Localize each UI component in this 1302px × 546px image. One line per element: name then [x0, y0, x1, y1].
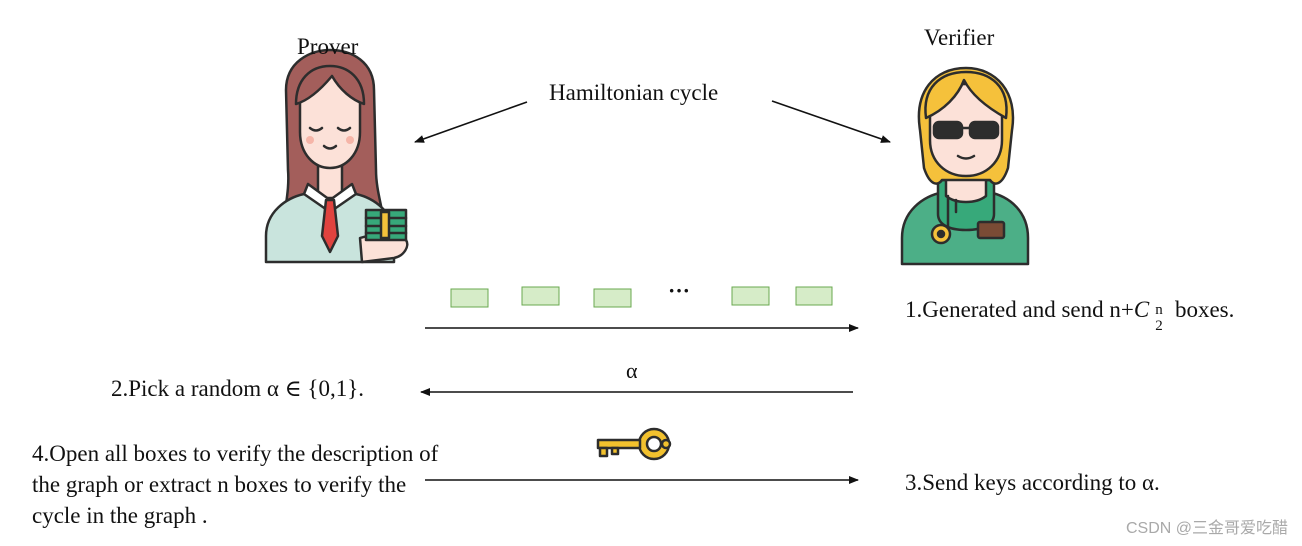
green-box-icon	[593, 288, 632, 308]
step-1-prefix: 1.Generated and send n+	[905, 297, 1134, 322]
step-1-combination-symbol: C	[1133, 297, 1150, 322]
green-box-icon	[450, 288, 489, 308]
step-1-superscript: n	[1155, 301, 1163, 318]
green-box-icon	[795, 286, 833, 306]
ellipsis-label: ···	[668, 278, 691, 303]
prover-label: Prover	[297, 34, 359, 59]
green-box-icon	[521, 286, 560, 306]
step-3-text: 3.Send keys according to α.	[905, 470, 1160, 495]
step-1-suffix: boxes.	[1169, 297, 1235, 322]
verifier-icon	[900, 66, 1030, 266]
watermark: CSDN @三金哥爱吃醋	[1125, 520, 1288, 537]
golden-key-icon	[596, 427, 672, 461]
prover-icon	[264, 48, 409, 264]
step-1-subscript: 2	[1155, 317, 1163, 334]
green-box-icon	[731, 286, 770, 306]
hc-arrow-to-prover	[414, 101, 528, 143]
hamiltonian-cycle-label: Hamiltonian cycle	[549, 80, 719, 105]
step-4-text: 4.Open all boxes to verify the descripti…	[32, 441, 439, 528]
hc-arrow-to-verifier	[771, 100, 891, 143]
verifier-label: Verifier	[924, 25, 995, 50]
alpha-label: α	[626, 358, 638, 383]
step-2-text: 2.Pick a random α ∈ {0,1}.	[111, 376, 365, 401]
